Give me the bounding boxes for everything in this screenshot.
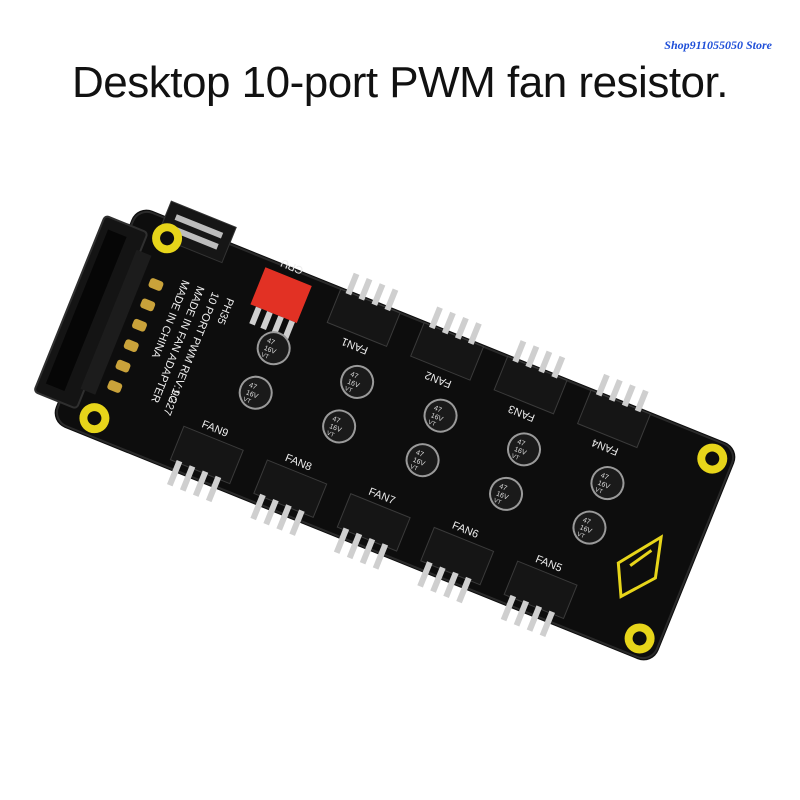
svg-text:16V: 16V bbox=[513, 446, 527, 457]
svg-text:16V: 16V bbox=[430, 412, 444, 423]
svg-text:16V: 16V bbox=[245, 389, 259, 400]
svg-text:47: 47 bbox=[516, 439, 526, 448]
svg-text:VT: VT bbox=[242, 397, 252, 406]
svg-text:VT: VT bbox=[576, 532, 586, 541]
svg-text:47: 47 bbox=[415, 449, 425, 458]
svg-text:16V: 16V bbox=[328, 423, 342, 434]
svg-text:VT: VT bbox=[492, 498, 502, 507]
brand-logo-mark bbox=[616, 534, 664, 599]
svg-text:47: 47 bbox=[582, 517, 592, 526]
svg-text:47: 47 bbox=[433, 405, 443, 414]
svg-text:VT: VT bbox=[260, 352, 270, 361]
fan-header-5: FAN5 bbox=[500, 553, 578, 638]
svg-text:16V: 16V bbox=[263, 345, 277, 356]
svg-text:16V: 16V bbox=[495, 491, 509, 502]
product-headline: Desktop 10-port PWM fan resistor. bbox=[72, 58, 728, 107]
svg-text:47: 47 bbox=[248, 382, 258, 391]
svg-text:47: 47 bbox=[498, 483, 508, 492]
svg-text:16V: 16V bbox=[346, 379, 360, 390]
svg-text:47: 47 bbox=[331, 416, 341, 425]
sata-power-connector bbox=[34, 215, 152, 409]
top-fan-headers: FAN1 FAN2 FAN3 FAN4 bbox=[326, 272, 652, 457]
svg-text:VT: VT bbox=[594, 487, 604, 496]
svg-text:16V: 16V bbox=[596, 480, 610, 491]
svg-text:47: 47 bbox=[349, 371, 359, 380]
svg-text:16V: 16V bbox=[412, 457, 426, 468]
svg-text:VT: VT bbox=[427, 420, 437, 429]
svg-text:47: 47 bbox=[266, 337, 276, 346]
svg-text:VT: VT bbox=[344, 386, 354, 395]
pcb-board bbox=[54, 209, 736, 661]
svg-text:47: 47 bbox=[599, 472, 609, 481]
svg-text:VT: VT bbox=[510, 453, 520, 462]
svg-text:16V: 16V bbox=[579, 524, 593, 535]
input-header bbox=[156, 200, 237, 264]
svg-text:VT: VT bbox=[326, 430, 336, 439]
store-watermark: Shop911055050 Store bbox=[664, 38, 772, 52]
svg-text:VT: VT bbox=[409, 464, 419, 473]
